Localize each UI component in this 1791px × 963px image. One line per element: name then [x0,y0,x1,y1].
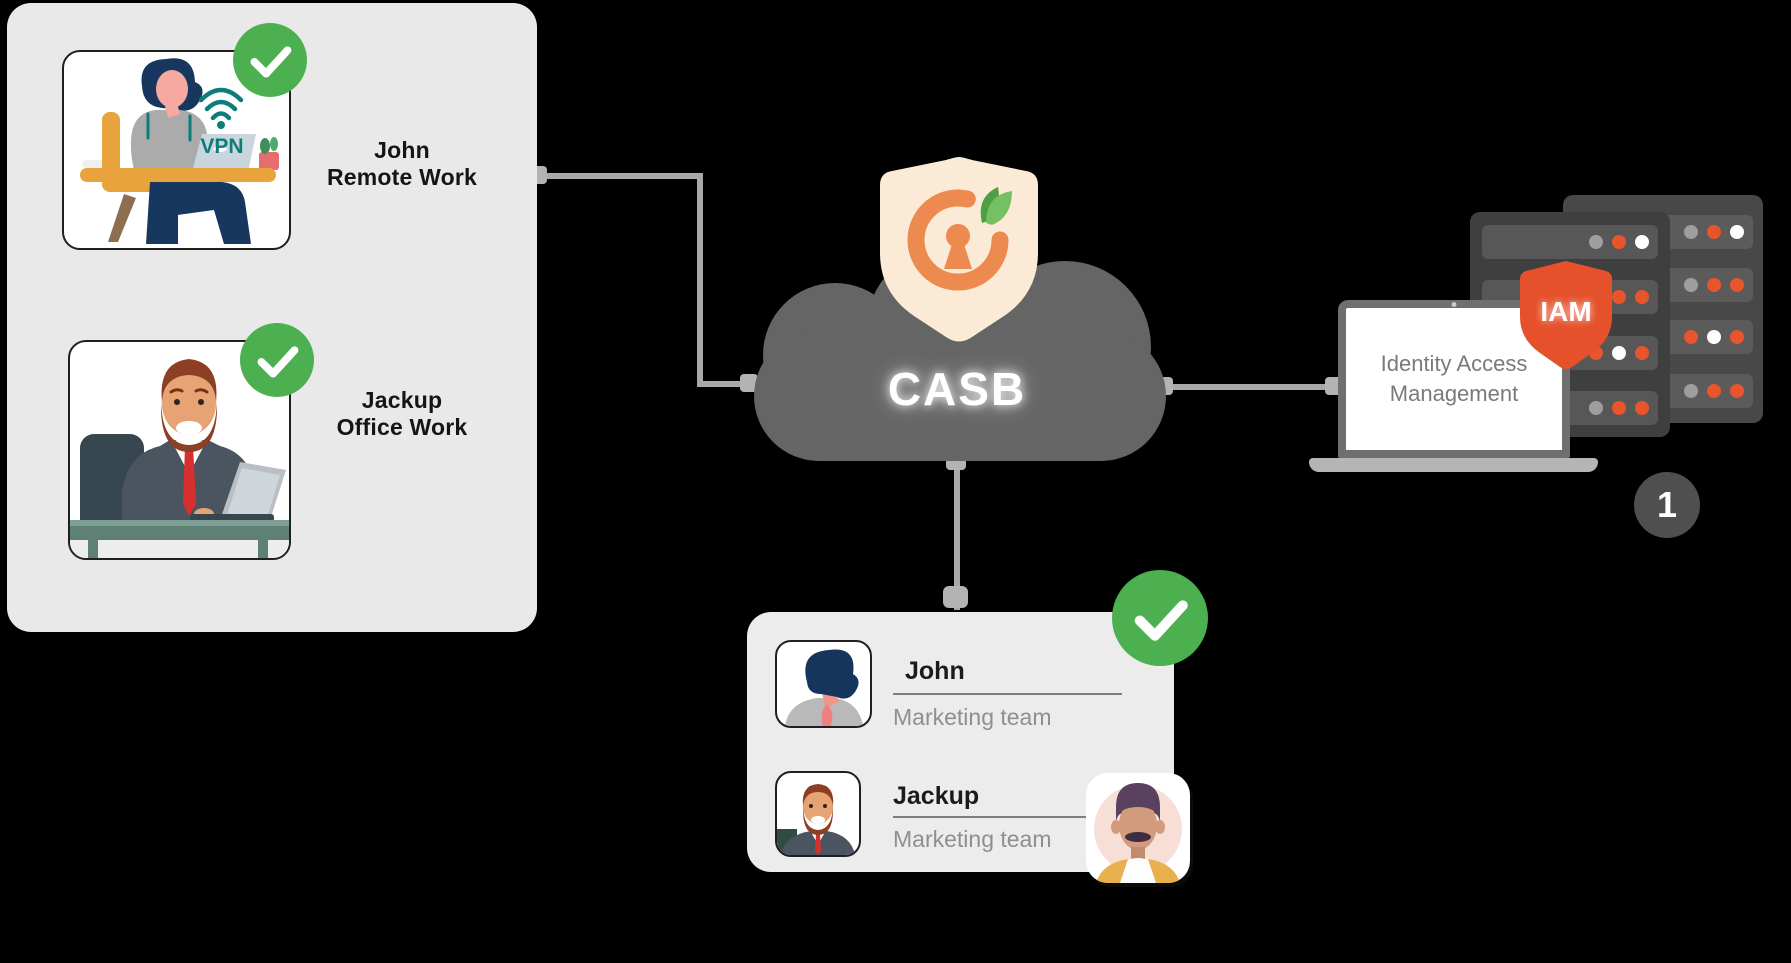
leaf-icon [986,191,1012,225]
led-orange-icon [1612,235,1626,249]
identity-access-management-label: Identity Access Management [1380,351,1528,406]
led-orange-icon [1730,278,1744,292]
john-avatar [775,640,872,728]
laptop-base [1309,458,1598,472]
connector-users-to-casb-h1 [537,173,703,179]
check-icon [1112,570,1208,671]
led-gray-icon [1684,278,1698,292]
user-label-jackup: Jackup Office Work [277,387,527,441]
user-name: John [374,137,430,163]
office-work-illustration [68,340,291,560]
casb-cloud-shape [754,157,1166,461]
led-gray-icon [1589,401,1603,415]
person-at-desk-with-vpn-illustration: VPN [80,58,279,244]
jackup-avatar [775,771,861,857]
connector-users-to-casb-h2 [697,381,753,387]
divider [893,816,1122,818]
led-gray-icon [1684,384,1698,398]
led-orange-icon [1707,384,1721,398]
user-name: Jackup [361,387,443,413]
led-orange-icon [1612,401,1626,415]
led-orange-icon [1707,278,1721,292]
webcam-dot-icon [1451,302,1457,307]
led-orange-icon [1612,290,1626,304]
led-orange-icon [1707,225,1721,239]
casb-shield-icon [880,157,1038,342]
user-label-john: John Remote Work [277,137,527,191]
connector-casb-to-iam [1162,384,1342,390]
user-mode: Office Work [336,414,468,440]
iam-label: IAM [1540,296,1591,327]
led-orange-icon [1730,330,1744,344]
check-icon [240,323,314,402]
connector-endpoint [740,374,758,392]
led-white-icon [1612,346,1626,360]
member-name: Jackup [893,782,980,810]
led-orange-icon [1635,346,1649,360]
member-team: Marketing team [893,704,1052,730]
users-panel: VPN John Remote Work [7,3,537,632]
step-1-badge: 1 [1634,472,1700,538]
casb-label: CASB [887,363,1027,415]
vpn-label: VPN [200,135,243,158]
check-icon [233,23,307,102]
divider [893,693,1122,695]
led-white-icon [1635,235,1649,249]
member-team: Marketing team [893,826,1052,852]
led-white-icon [1730,225,1744,239]
member-name: John [905,657,965,685]
user-mode: Remote Work [326,164,478,190]
connector-users-to-casb-v [697,173,703,387]
led-gray-icon [1684,225,1698,239]
led-orange-icon [1730,384,1744,398]
led-orange-icon [1635,401,1649,415]
keyhole-ring-icon [907,189,1009,291]
mustached-man-avatar [1086,773,1190,883]
person-at-office-desk-illustration [70,359,289,558]
led-orange-icon [1635,290,1649,304]
iam-shield-icon: IAM [1520,261,1612,369]
led-gray-icon [1589,235,1603,249]
leaf-icon [980,187,999,223]
connector-endpoint [943,586,968,608]
connector-casb-to-team-card [954,460,960,610]
led-white-icon [1707,330,1721,344]
server-slot [1482,225,1658,259]
led-orange-icon [1684,330,1698,344]
